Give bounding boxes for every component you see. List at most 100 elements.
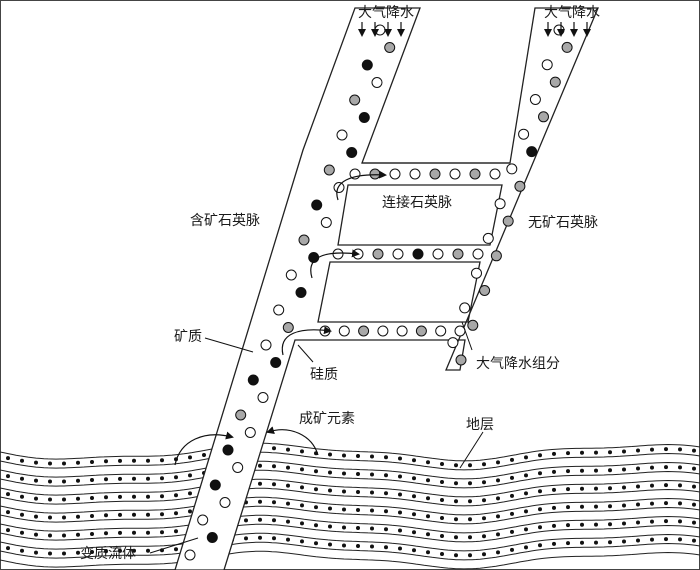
strata-dot bbox=[356, 472, 360, 476]
strata-dot bbox=[384, 509, 388, 514]
silica-particle bbox=[285, 269, 297, 281]
strata-dot bbox=[566, 487, 570, 492]
strata-dot bbox=[342, 453, 346, 458]
ore-particle bbox=[247, 374, 259, 386]
strata-line bbox=[0, 487, 700, 507]
strata-dot bbox=[20, 530, 24, 535]
strata-dot bbox=[146, 458, 150, 463]
strata-dot bbox=[6, 510, 10, 515]
ore-particle bbox=[346, 147, 358, 158]
strata-dot bbox=[440, 462, 444, 466]
strata-dot bbox=[160, 476, 164, 481]
strata-dot bbox=[482, 498, 486, 503]
strata-dot bbox=[398, 456, 402, 461]
strata-dot bbox=[594, 486, 598, 491]
strata-dot bbox=[468, 481, 472, 486]
strata-dot bbox=[412, 530, 416, 535]
leader-silica bbox=[297, 344, 314, 363]
meteoric-particle bbox=[490, 250, 502, 262]
annotation-lines bbox=[149, 170, 484, 554]
strata-dot bbox=[90, 478, 94, 482]
strata-dot bbox=[118, 458, 122, 463]
strata-dot bbox=[48, 479, 52, 484]
silica-particle bbox=[389, 168, 401, 180]
strata-line bbox=[0, 523, 700, 543]
strata-dot bbox=[580, 450, 584, 455]
strata-dot bbox=[524, 473, 528, 478]
strata-dot bbox=[664, 537, 668, 542]
strata-dot bbox=[622, 503, 626, 508]
strata-dot bbox=[132, 530, 136, 535]
quartz-veins bbox=[174, 7, 599, 570]
strata-dot bbox=[356, 508, 360, 512]
strata-dot bbox=[384, 545, 388, 550]
strata-dot bbox=[440, 480, 444, 484]
strata-dot bbox=[160, 494, 164, 499]
meteoric-particle bbox=[502, 215, 514, 227]
strata-dot bbox=[426, 550, 430, 555]
strata-dot bbox=[160, 458, 164, 463]
strata-dot bbox=[160, 530, 164, 535]
strata-dot bbox=[20, 494, 24, 499]
strata-dot bbox=[440, 552, 444, 556]
strata-dot bbox=[6, 492, 10, 497]
strata-line bbox=[0, 469, 700, 489]
strata-dot bbox=[454, 499, 458, 504]
strata-dot bbox=[48, 497, 52, 502]
strata-line bbox=[0, 442, 700, 462]
strata-dot bbox=[510, 493, 514, 498]
strata-layers bbox=[0, 442, 700, 570]
strata-dot bbox=[692, 538, 696, 543]
strata-dot bbox=[48, 551, 52, 556]
strata-dot bbox=[286, 483, 290, 488]
strata-dot bbox=[664, 483, 668, 488]
strata-line bbox=[0, 550, 700, 570]
strata-dot bbox=[566, 505, 570, 510]
strata-dot bbox=[174, 475, 178, 480]
strata-dot bbox=[6, 456, 10, 461]
strata-dot bbox=[636, 538, 640, 543]
strata-dot bbox=[538, 543, 542, 548]
strata-dot bbox=[678, 501, 682, 506]
strata-dot bbox=[538, 525, 542, 530]
silica-particle bbox=[482, 232, 494, 244]
strata-line bbox=[0, 478, 700, 498]
silica-particle bbox=[371, 77, 383, 88]
strata-dot bbox=[636, 466, 640, 471]
strata-dot bbox=[664, 447, 668, 452]
strata-dot bbox=[174, 511, 178, 516]
strata-dot bbox=[594, 450, 598, 455]
meteoric-particle bbox=[349, 94, 361, 106]
strata-dot bbox=[90, 532, 94, 536]
strata-dot bbox=[426, 514, 430, 519]
strata-dot bbox=[314, 505, 318, 510]
meteoric-particle bbox=[298, 234, 310, 246]
strata-dot bbox=[692, 484, 696, 489]
strata-dot bbox=[454, 517, 458, 522]
strata-dot bbox=[34, 550, 38, 555]
strata-dot bbox=[496, 460, 500, 465]
strata-dot bbox=[370, 454, 374, 459]
strata-dot bbox=[454, 535, 458, 540]
strata-dot bbox=[398, 528, 402, 533]
strata-dot bbox=[174, 547, 178, 552]
strata-dot bbox=[580, 486, 584, 491]
meteoric-particle bbox=[282, 322, 294, 333]
strata-dot bbox=[678, 483, 682, 488]
strata-dot bbox=[426, 496, 430, 501]
meteoric-particle bbox=[415, 325, 427, 337]
strata-dot bbox=[608, 450, 612, 455]
strata-dot bbox=[510, 475, 514, 480]
leader-ore-mineral bbox=[204, 337, 254, 353]
strata-dot bbox=[300, 485, 304, 490]
strata-dot bbox=[468, 517, 472, 522]
strata-dot bbox=[384, 491, 388, 496]
strata-dot bbox=[524, 491, 528, 496]
label-connecting-vein: 连接石英脉 bbox=[382, 195, 452, 211]
strata-dot bbox=[384, 473, 388, 478]
strata-dot bbox=[34, 460, 38, 465]
meteoric-particle bbox=[235, 409, 247, 421]
strata-dot bbox=[132, 512, 136, 517]
label-metamorphic-fluid: 变质流体 bbox=[80, 546, 136, 562]
